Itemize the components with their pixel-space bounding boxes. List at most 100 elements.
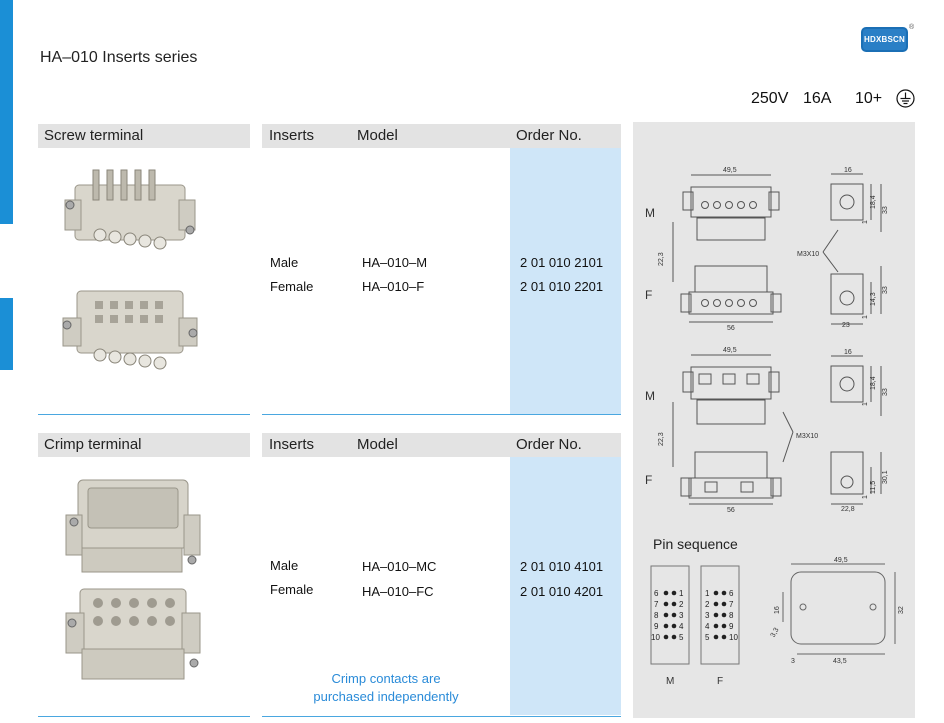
screw-dim-side-small: 1 [862, 220, 869, 224]
crimp-dim-side-width: 16 [844, 349, 852, 356]
crimp-female-front-view [672, 402, 782, 505]
spec-voltage: 250V [751, 90, 789, 107]
crimp-dim-f-small: 1 [862, 495, 869, 499]
crimp-header-model: Model [357, 436, 398, 453]
side-accent-bar-middle [0, 298, 13, 370]
spec-pin-count: 10+ [855, 90, 883, 107]
crimp-note-line1: Crimp contacts are [331, 671, 441, 686]
page-title: HA–010 Inserts series [40, 49, 198, 66]
brand-logo: HDXBSCN [861, 27, 908, 52]
crimp-divider-right [262, 716, 621, 717]
crimp-male-insert-photo [65, 479, 201, 573]
screw-dim-side-h1: 18,4 [870, 195, 877, 209]
pin-male-label: M [666, 676, 674, 687]
male-pin-right-1: 1 [679, 589, 684, 598]
screw-female-front-view [672, 222, 782, 323]
screw-dim-f-width: 23 [842, 322, 850, 329]
female-pin-left-5: 5 [705, 633, 710, 642]
cutout-dim-offset: 16 [774, 606, 781, 614]
screw-dim-side-width: 16 [844, 167, 852, 174]
crimp-table-header: Inserts Model Order No. [262, 433, 621, 457]
male-pin-left-3: 8 [654, 611, 659, 620]
female-pin-right-4: 9 [729, 622, 734, 631]
male-pin-left-1: 6 [654, 589, 659, 598]
cutout-dim-height: 32 [898, 606, 905, 614]
female-pin-right-1: 6 [729, 589, 734, 598]
technical-drawings: M F 49,5 56 22,3 [645, 167, 905, 687]
pin-sequence-boxes [650, 565, 740, 665]
screw-row-female-order: 2 01 010 2201 [520, 279, 604, 294]
screw-dim-side-h2: 33 [882, 206, 889, 214]
screw-divider-right [262, 414, 621, 415]
crimp-dim-height: 22,3 [658, 432, 665, 446]
male-pin-right-2: 2 [679, 600, 684, 609]
male-pin-right-3: 3 [679, 611, 684, 620]
screw-section-header: Screw terminal [38, 124, 250, 148]
crimp-dim-width: 49,5 [723, 347, 737, 354]
cutout-dim-edge: 3 [791, 658, 795, 665]
screw-table-header: Inserts Model Order No. [262, 124, 621, 148]
screw-dim-f-small: 1 [862, 315, 869, 319]
male-pin-left-5: 10 [651, 633, 660, 642]
crimp-male-front-view [682, 354, 780, 425]
female-pin-dots [713, 590, 727, 640]
female-pin-left-3: 3 [705, 611, 710, 620]
screw-dim-female-width: 56 [727, 325, 735, 332]
screw-row-female-insert: Female [270, 279, 314, 294]
screw-female-insert-photo [62, 290, 198, 370]
screw-male-front-view [682, 174, 780, 241]
crimp-divider-left [38, 716, 250, 717]
screw-dim-width: 49,5 [723, 167, 737, 174]
cutout-dim-bottom: 43,5 [833, 658, 847, 665]
crimp-side-views [782, 355, 882, 505]
crimp-dim-f-width: 22,8 [841, 506, 855, 513]
female-pin-right-5: 10 [729, 633, 738, 642]
male-pin-dots [663, 590, 677, 640]
panel-cutout-drawing [782, 563, 896, 655]
male-pin-left-2: 7 [654, 600, 659, 609]
screw-row-female-model: HA–010–F [362, 279, 425, 294]
female-pin-right-3: 8 [729, 611, 734, 620]
female-pin-left-4: 4 [705, 622, 710, 631]
screw-side-views [822, 173, 882, 325]
cutout-dim-hole: 3,3 [770, 627, 781, 639]
screw-divider-left [38, 414, 250, 415]
crimp-drawing-label-m: M [645, 389, 655, 403]
side-accent-bar-top [0, 0, 13, 224]
registered-mark: ® [909, 24, 915, 31]
brand-logo-text: HDXBSCN [864, 35, 905, 44]
screw-male-insert-photo [64, 169, 196, 250]
crimp-order-column [510, 457, 621, 715]
crimp-section-title: Crimp terminal [44, 436, 142, 453]
crimp-dim-side-h2: 33 [882, 388, 889, 396]
male-pin-left-4: 9 [654, 622, 659, 631]
crimp-row-female-order: 2 01 010 4201 [520, 584, 604, 599]
crimp-row-female-insert: Female [270, 582, 314, 597]
screw-dim-f-h1: 14,3 [870, 292, 877, 306]
screw-section-title: Screw terminal [44, 127, 144, 144]
crimp-dim-thread: M3X10 [796, 433, 818, 440]
crimp-row-male-model: HA–010–MC [362, 559, 437, 574]
screw-dim-f-h2: 33 [882, 286, 889, 294]
screw-drawing-label-m: M [645, 206, 655, 220]
pin-sequence-title: Pin sequence [653, 536, 738, 552]
crimp-female-insert-photo [65, 588, 201, 680]
screw-header-inserts: Inserts [269, 127, 315, 144]
crimp-row-male-order: 2 01 010 4101 [520, 559, 604, 574]
crimp-dim-side-small: 1 [862, 402, 869, 406]
technical-drawing-panel [633, 122, 915, 718]
screw-drawing-label-f: F [645, 288, 652, 302]
crimp-dim-f-h2: 30,1 [882, 470, 889, 484]
screw-row-male-order: 2 01 010 2101 [520, 255, 604, 270]
male-pin-right-4: 4 [679, 622, 684, 631]
screw-dim-height: 22,3 [658, 252, 665, 266]
cutout-dim-width: 49,5 [834, 557, 848, 564]
pin-female-label: F [717, 676, 723, 687]
screw-row-male-insert: Male [270, 255, 299, 270]
spec-current: 16A [803, 90, 832, 107]
crimp-row-male-insert: Male [270, 558, 299, 573]
screw-row-male-model: HA–010–M [362, 255, 428, 270]
crimp-dim-female-width: 56 [727, 507, 735, 514]
female-pin-right-2: 7 [729, 600, 734, 609]
male-pin-right-5: 5 [679, 633, 684, 642]
